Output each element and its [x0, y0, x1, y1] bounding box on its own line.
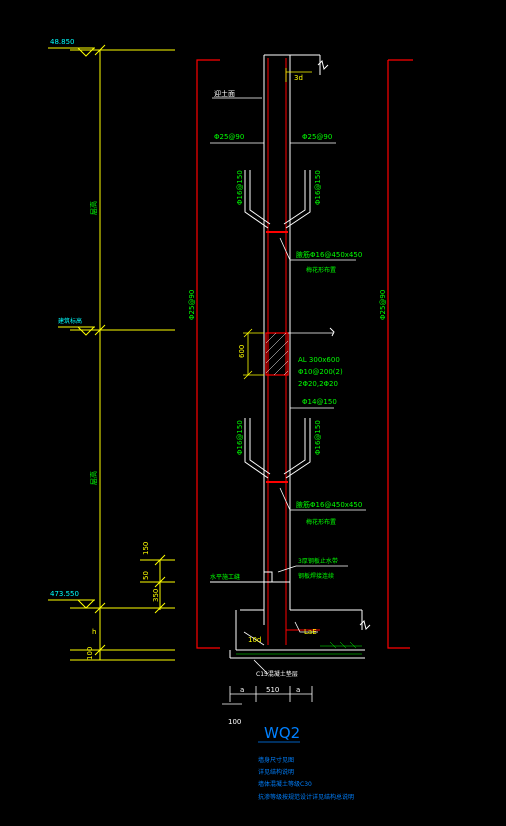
elevation-marker-top: [48, 47, 95, 57]
dim-150-label: 150: [142, 542, 150, 555]
top-dimension: [285, 68, 312, 82]
elevation-marker-mid: [58, 326, 95, 336]
stirrup-lower-left-label: Φ16@150: [236, 420, 244, 455]
waterstop-label-2: 钢板焊接连续: [298, 572, 334, 580]
lower-haunch-bars: [244, 418, 311, 479]
base-slab-hatch: [236, 641, 362, 655]
red-bracket-left: [196, 59, 220, 649]
rebar-right-label: Φ25@90: [302, 133, 332, 141]
haunch-lower-note: 梅花形布置: [306, 518, 336, 526]
beam-label-3: 2Φ20,2Φ20: [298, 380, 338, 388]
leader-waterstop: [277, 565, 297, 573]
elevation-mid-label: 建筑标高: [58, 317, 82, 325]
red-bracket-right: [387, 59, 413, 649]
base-b-label: a: [296, 686, 300, 694]
ld-label: 10d: [248, 636, 261, 644]
elevation-marker-bottom: [48, 599, 95, 609]
note-4: 抗渗等级按规范设计详见结构总说明: [258, 793, 354, 801]
beam-label-4: Φ14@150: [302, 398, 337, 406]
base-rebar: [243, 621, 318, 646]
beam-label-2: Φ10@200(2): [298, 368, 343, 376]
c15-label: C15混凝土垫层: [256, 670, 298, 678]
leader-c15: [253, 659, 269, 675]
beam-height-dim: [243, 328, 264, 380]
left-dimension-lines: [70, 44, 175, 661]
wall-rebar-lines: [267, 58, 320, 645]
base-100-label: 100: [228, 718, 241, 726]
base-a-label: a: [240, 686, 244, 694]
haunch-upper-label: 腋筋Φ16@450x450: [296, 250, 362, 259]
dim-upper-label: 层高: [89, 201, 98, 215]
leader-haunch-lower: [279, 487, 291, 511]
stirrup-upper-left-label: Φ16@150: [236, 170, 244, 205]
elevation-bottom-label: 473.550: [50, 590, 79, 598]
stirrup-upper-right-label: Φ16@150: [314, 170, 322, 205]
note-2: 详见结构说明: [258, 768, 294, 776]
dim-h-label: h: [92, 628, 96, 636]
haunch-lower-label: 腋筋Φ16@450x450: [296, 500, 362, 509]
upper-haunch-bars: [244, 170, 311, 229]
side-rebar-left-label: Φ25@90: [188, 290, 196, 320]
dim-350-label: 350: [152, 589, 160, 602]
dim-100-left-label: 100: [86, 647, 94, 660]
rebar-left-label: Φ25@90: [214, 133, 244, 141]
waterstop-label-1: 3厚钢板止水带: [298, 557, 338, 565]
note-3: 墙体混凝土等级C30: [258, 780, 312, 788]
dim-50-label: 50: [142, 571, 150, 580]
haunch-upper-note: 梅花形布置: [306, 266, 336, 274]
elevation-top-label: 48.850: [50, 38, 75, 46]
stirrup-lower-right-label: Φ16@150: [314, 420, 322, 455]
dim-lower-label: 层高: [89, 471, 98, 485]
construction-joint-label: 水平施工缝: [210, 573, 240, 581]
beam-break-mark: [329, 327, 335, 337]
lae-label: LaE: [304, 628, 317, 636]
beam-section: [265, 332, 289, 376]
construction-joint: [210, 571, 290, 583]
drawing-title: WQ2: [264, 724, 300, 742]
base-510-label: 510: [266, 686, 279, 694]
wall-side-label: 迎土面: [214, 89, 235, 98]
base-dimension-lines: [222, 686, 313, 705]
beam-height-label: 600: [238, 345, 246, 358]
wall-outline: [229, 54, 371, 659]
beam-label-1: AL 300x600: [298, 356, 340, 364]
side-rebar-right-label: Φ25@90: [379, 290, 387, 320]
top-dim-label: 3d: [294, 74, 303, 82]
leader-haunch-upper: [279, 237, 291, 261]
note-1: 墙身尺寸见图: [258, 756, 294, 764]
